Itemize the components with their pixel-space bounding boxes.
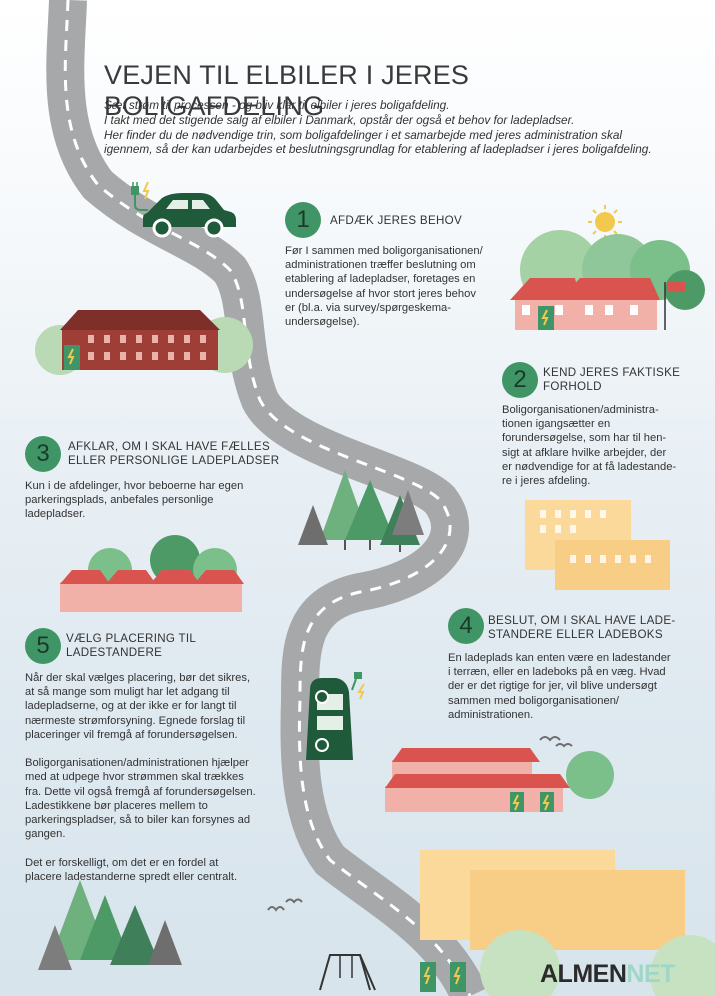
- logo-part-1: ALMEN: [540, 960, 627, 988]
- step-body-line: i terræn, eller en ladeboks på en væg. H…: [448, 666, 666, 679]
- step-number-circle: 1: [285, 202, 321, 238]
- step-body-line: gangen.: [25, 828, 66, 841]
- step-number-circle: 4: [448, 608, 484, 644]
- houses-scene-step1: [510, 205, 705, 330]
- step-title-line: BESLUT, OM I SKAL HAVE LADE-: [488, 614, 676, 627]
- step-title-line: FORHOLD: [543, 380, 602, 393]
- apartment-blocks-step2: [525, 500, 670, 590]
- row-houses-step4: [385, 736, 614, 812]
- electric-car-vertical-icon: [306, 672, 365, 760]
- step-body-line: administrationen træffer beslutning om: [285, 259, 476, 272]
- step-body: Når der skal vælges placering, bør det s…: [25, 671, 256, 884]
- step-body-line: placeringer vil fremgå af forundersøgels…: [25, 728, 238, 741]
- step-body-line: re i jeres afdeling.: [502, 475, 591, 488]
- step-body-line: med at udpege hvor strømmen skal trækkes: [25, 771, 244, 784]
- step-number-circle: 2: [502, 362, 538, 398]
- step-body-line: Når der skal vælges placering, bør det s…: [25, 672, 251, 684]
- step-body-line: administrationen.: [448, 708, 534, 721]
- intro-text: Sæt strøm til processen - og bliv klar t…: [104, 98, 684, 157]
- electric-car-icon: [143, 193, 236, 238]
- intro-line: Sæt strøm til processen - og bliv klar t…: [104, 98, 450, 112]
- step-title: KEND JERES FAKTISKE FORHOLD: [543, 366, 680, 394]
- step-title-line: AFKLAR, OM I SKAL HAVE FÆLLES: [68, 440, 270, 453]
- step-title-line: KEND JERES FAKTISKE: [543, 366, 681, 379]
- step-title-line: VÆLG PLACERING TIL: [66, 632, 197, 645]
- step-body-line: parkeringspladser, så to biler kan forsy…: [25, 814, 251, 827]
- step-body: Før I sammen med boligorganisationen/ ad…: [285, 244, 483, 329]
- step-body-line: Boligorganisationen/administra-: [502, 404, 659, 416]
- step-body-line: at så mange som muligt har let adgang ti…: [25, 686, 230, 699]
- step-body-line: Ladestikkene bør placeres mellem to: [25, 799, 208, 812]
- intro-line: Her finder du de nødvendige trin, som bo…: [104, 127, 623, 142]
- step-number-circle: 5: [25, 628, 61, 664]
- step-body-line: parkeringsplads, anbefales personlige: [25, 494, 214, 507]
- step-body-line: der er det rigtige for jer, vil blive un…: [448, 680, 657, 693]
- winding-road: [46, 0, 488, 996]
- step-title-line: LADESTANDERE: [66, 646, 163, 659]
- playground-swing-icon: [319, 954, 376, 991]
- step-title: BESLUT, OM I SKAL HAVE LADE- STANDERE EL…: [488, 614, 676, 642]
- step-title-line: ELLER PERSONLIGE LADEPLADSER: [68, 454, 280, 467]
- step-body-line: undersøgelse).: [285, 316, 360, 329]
- row-houses-step3: [60, 535, 244, 612]
- page-title: VEJEN TIL ELBILER I JERES BOLIGAFDELING: [104, 60, 470, 121]
- step-title-line: STANDERE ELLER LADEBOKS: [488, 628, 663, 641]
- charging-plug-icon: [131, 181, 150, 211]
- apartment-block-left: [35, 310, 253, 375]
- intro-line: I takt med det stigende salg af elbiler …: [104, 112, 575, 127]
- step-body-line: [25, 742, 256, 756]
- step-body-line: Boligorganisationen/administrationen hjæ…: [25, 757, 249, 770]
- pine-trees-bottom: [38, 880, 303, 970]
- step-body-line: nærmeste strømforsyning. Egnede forslag …: [25, 714, 246, 727]
- step-body-line: Før I sammen med boligorganisationen/: [285, 245, 483, 257]
- step-body-line: ladepladserne, og at der ikke er for lan…: [25, 700, 237, 713]
- step-body-line: ladepladser.: [25, 508, 86, 521]
- step-body-line: Det er forskelligt, om det er en fordel …: [25, 856, 219, 869]
- logo-part-2: NET: [626, 960, 675, 988]
- step-body-line: tionen igangsætter en: [502, 418, 611, 431]
- step-body-line: undersøgelse af hvor stort jeres behov: [285, 287, 476, 300]
- step-body: En ladeplads kan enten være en ladestand…: [448, 651, 671, 722]
- step-body: Kun i de afdelinger, hvor beboerne har e…: [25, 479, 243, 522]
- step-body-line: En ladeplads kan enten være en ladestand…: [448, 652, 671, 664]
- step-body-line: sigt at afklare hvilke arbejder, der: [502, 446, 667, 459]
- step-title-line: AFDÆK JERES BEHOV: [330, 214, 463, 227]
- step-body-line: etablering af ladepladser, foretages en: [285, 273, 476, 286]
- charging-stations-bottom: [420, 962, 466, 992]
- step-title: AFDÆK JERES BEHOV: [330, 214, 462, 228]
- intro-line: igennem, så der kan udarbejdes et beslut…: [104, 142, 652, 157]
- step-body-line: [25, 841, 256, 855]
- step-body-line: er nødvendige for at få ladestande-: [502, 460, 677, 473]
- almennet-logo: ALMENNET: [540, 960, 675, 989]
- pine-trees-middle: [298, 470, 424, 552]
- step-body-line: er (bl.a. via survey/spørgeskema-: [285, 301, 451, 314]
- step-body-line: fra. Dette vil også fremgå af forundersø…: [25, 785, 256, 798]
- step-title: AFKLAR, OM I SKAL HAVE FÆLLES ELLER PERS…: [68, 440, 279, 468]
- step-body-line: Kun i de afdelinger, hvor beboerne har e…: [25, 480, 244, 492]
- step-body-line: sammen med boligorganisationen/: [448, 694, 620, 707]
- step-title: VÆLG PLACERING TIL LADESTANDERE: [66, 632, 196, 660]
- step-number-circle: 3: [25, 436, 61, 472]
- apartment-block-bottom: [420, 850, 715, 996]
- step-body: Boligorganisationen/administra- tionen i…: [502, 403, 676, 488]
- step-body-line: forundersøgelse, som har til hen-: [502, 432, 667, 445]
- step-body-line: placere ladestanderne spredt eller centr…: [25, 870, 238, 883]
